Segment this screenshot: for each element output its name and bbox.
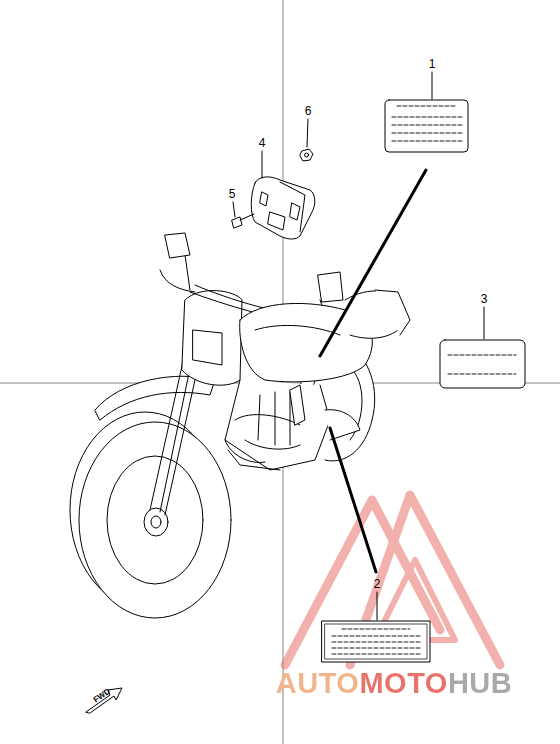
watermark: AUTOMOTOHUB [276, 669, 512, 698]
callout-number: 4 [259, 137, 266, 149]
callout-number: 2 [374, 578, 381, 590]
callout-number: 6 [305, 105, 312, 117]
callout-number: 3 [481, 293, 488, 305]
callout-number: 5 [229, 188, 236, 200]
callout-number: 1 [429, 58, 436, 70]
